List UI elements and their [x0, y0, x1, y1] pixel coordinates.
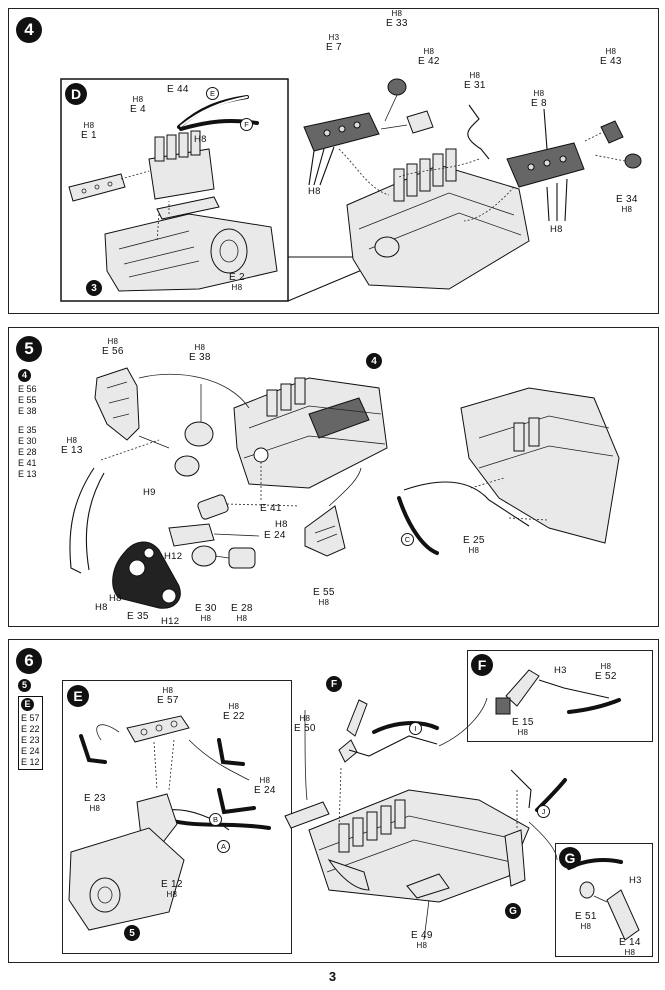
label-h9: H9 — [143, 487, 156, 498]
step-6-required-parts: 5 E E 57 E 22 E 23 E 24 E 12 — [18, 679, 43, 770]
step-6-badge: 6 — [16, 648, 42, 674]
hose-marker-j: J — [537, 805, 550, 818]
hose-marker-a: A — [217, 840, 230, 853]
required-step-4-badge: 4 — [18, 369, 31, 382]
step-5-required-parts: 4 E 56 E 55 E 38 E 35 E 30 E 28 E 41 E 1… — [18, 369, 37, 480]
label-e35-runner: H8 — [109, 593, 122, 604]
step-5-drawing — [69, 367, 620, 609]
required-part: E 57 — [21, 713, 40, 723]
subassembly-d-badge: D — [65, 83, 87, 105]
ref-subassembly-g-badge: G — [505, 903, 521, 919]
hose-marker-c: C — [401, 533, 414, 546]
required-subassembly-e-badge: E — [21, 698, 34, 711]
page-number: 3 — [328, 969, 337, 984]
step-5-panel: 5 4 E 56 E 55 E 38 E 35 E 30 E 28 E 41 E… — [8, 327, 659, 627]
required-part: E 30 — [18, 436, 37, 446]
label-e24-runner: H8 — [95, 602, 108, 613]
label-e35: E 35 — [127, 611, 149, 622]
label-g-h3: H3 — [629, 875, 642, 886]
required-part: E 41 — [18, 458, 37, 468]
required-part: E 55 — [18, 395, 37, 405]
required-part: E 28 — [18, 447, 37, 457]
required-subassembly-box: E E 57 E 22 E 23 E 24 E 12 — [18, 696, 43, 770]
subassembly-g-badge: G — [559, 847, 581, 869]
step-6-panel: 6 5 E E 57 E 22 E 23 E 24 E 12 — [8, 639, 659, 963]
label-f-h3: H3 — [554, 665, 567, 676]
required-step-5-badge: 5 — [18, 679, 31, 692]
subassembly-e-badge: E — [67, 685, 89, 707]
label-h12-a: H12 — [164, 551, 183, 562]
label-e24: E 24 — [264, 530, 286, 541]
subassembly-f-frame — [467, 650, 653, 742]
required-part: E 13 — [18, 469, 37, 479]
label-e44-runner: H8 — [194, 134, 207, 145]
step-4-badge: 4 — [16, 17, 42, 43]
ref-step-4-badge: 4 — [366, 353, 382, 369]
hose-marker-e: E — [206, 87, 219, 100]
required-part: E 35 — [18, 425, 37, 435]
label-e44: E 44 — [167, 84, 189, 95]
hose-marker-f: F — [240, 118, 253, 131]
ref-subassembly-f-badge: F — [326, 676, 342, 692]
required-part: E 22 — [21, 724, 40, 734]
step-4-drawing — [60, 78, 642, 302]
label-e7-screws: H8 — [308, 186, 321, 197]
step-5-badge: 5 — [16, 336, 42, 362]
required-part: E 56 — [18, 384, 37, 394]
required-part: E 12 — [21, 757, 40, 767]
label-e41: E 41 — [260, 503, 282, 514]
required-part: E 23 — [21, 735, 40, 745]
required-part: E 38 — [18, 406, 37, 416]
label-h12-b: H12 — [161, 616, 180, 627]
step-6-drawing — [68, 669, 640, 941]
required-part: E 24 — [21, 746, 40, 756]
label-e8-screws: H8 — [550, 224, 563, 235]
label-e41-runner: H8 — [275, 519, 288, 530]
ref-step-5-badge: 5 — [124, 925, 140, 941]
hose-marker-i: I — [409, 722, 422, 735]
ref-step-3-badge: 3 — [86, 280, 102, 296]
hose-marker-b: B — [209, 813, 222, 826]
subassembly-f-badge: F — [471, 654, 493, 676]
step-4-panel: 4 — [8, 8, 659, 314]
